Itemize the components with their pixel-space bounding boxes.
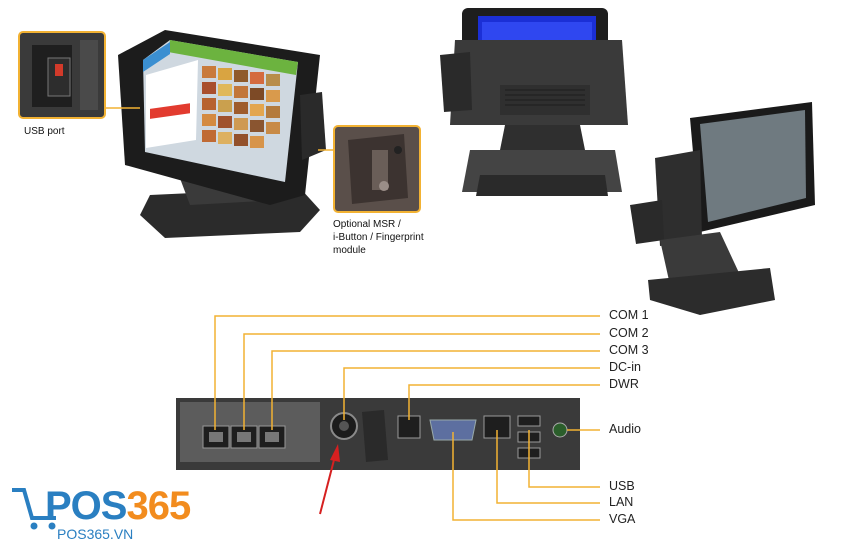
dc-in-label: DC-in	[609, 360, 641, 374]
side-terminal-image	[630, 102, 815, 315]
usb-port-inset	[18, 31, 106, 119]
msr-label-line2: i-Button / Fingerprint	[333, 232, 424, 243]
audio-label: Audio	[609, 422, 641, 436]
vga-label: VGA	[609, 512, 636, 526]
com2-label: COM 2	[609, 326, 649, 340]
brand-name-pos: POS	[45, 484, 127, 528]
rear-terminal-image	[440, 8, 628, 196]
msr-label-line1: Optional MSR /	[333, 219, 401, 230]
usb-port-label: USB port	[24, 126, 65, 137]
front-terminal-image	[105, 30, 334, 238]
leader-lines	[214, 315, 600, 521]
dwr-label: DWR	[609, 377, 639, 391]
lan-label: LAN	[609, 495, 634, 509]
brand-name-num: 365	[126, 484, 191, 528]
com1-label: COM 1	[609, 308, 649, 322]
brand-name: POS365	[45, 484, 191, 529]
brand-logo-cart-icon	[12, 488, 56, 530]
dc-in-arrow	[319, 444, 340, 515]
com3-label: COM 3	[609, 343, 649, 357]
msr-module-inset	[333, 125, 421, 213]
io-panel-image	[176, 398, 580, 470]
usb-label: USB	[609, 479, 635, 493]
msr-label-line3: module	[333, 245, 366, 256]
brand-domain: POS365.VN	[57, 526, 134, 542]
